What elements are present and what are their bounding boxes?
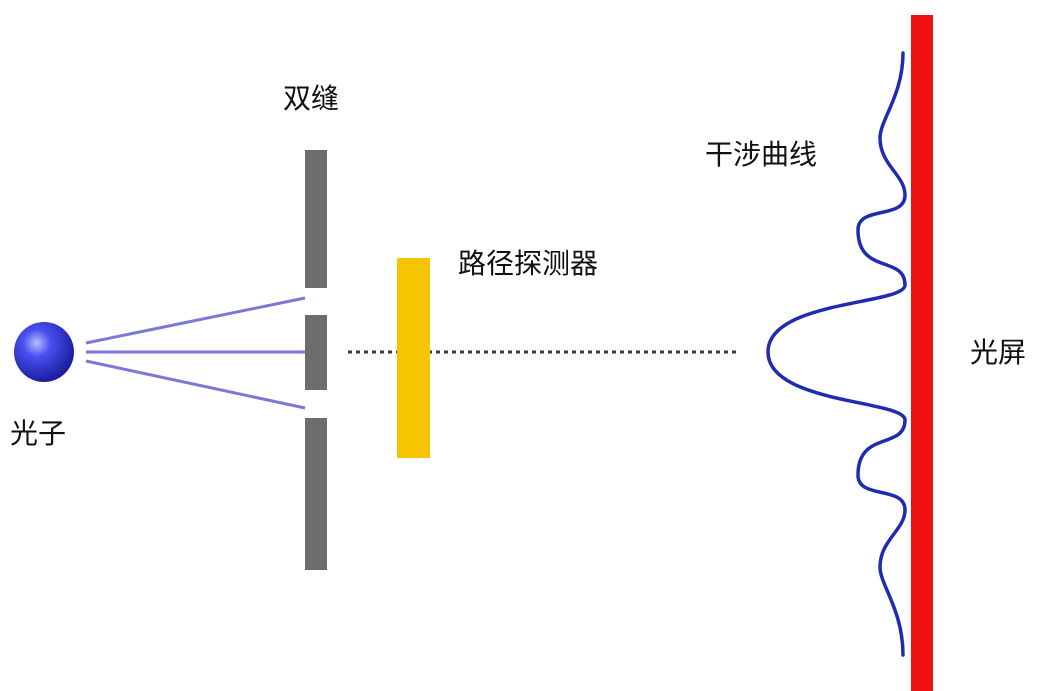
path-detector-label: 路径探测器: [458, 247, 599, 280]
screen-label: 光屏: [970, 336, 1027, 369]
double-slit-label: 双缝: [283, 82, 340, 115]
path-detector: [397, 258, 430, 458]
slit-barrier-middle: [305, 315, 327, 390]
interference-curve: [766, 51, 907, 657]
ray-lower: [85, 359, 306, 410]
interference-curve-label: 干涉曲线: [705, 138, 818, 171]
photon-label: 光子: [10, 417, 67, 450]
ray-upper: [85, 296, 306, 345]
double-slit-barrier: [305, 150, 327, 570]
photon-icon: [14, 322, 74, 382]
light-screen: [911, 15, 933, 691]
slit-barrier-top: [305, 150, 327, 288]
photon-rays: [85, 296, 306, 410]
slit-barrier-bottom: [305, 418, 327, 570]
